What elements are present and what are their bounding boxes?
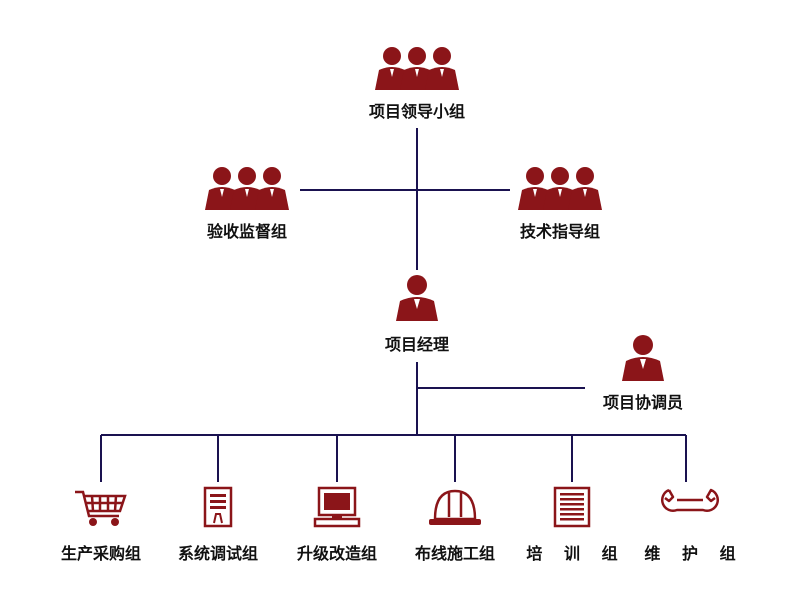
server-tower-icon	[203, 486, 233, 528]
node-team-training: 培 训 组	[517, 486, 627, 564]
project-manager-label: 项目经理	[384, 335, 449, 354]
person-icon	[622, 335, 664, 381]
project-coordinator-label: 项目协调员	[602, 393, 683, 412]
node-project-coordinator: 项目协调员	[588, 333, 698, 413]
team-cabling-label: 布线施工组	[414, 544, 495, 563]
team-procurement-label: 生产采购组	[60, 544, 141, 563]
node-team-maintenance: 维 护 组	[635, 486, 745, 564]
technical-group-label: 技术指导组	[519, 222, 600, 241]
hard-hat-icon	[429, 489, 481, 525]
node-team-upgrade: 升级改造组	[282, 486, 392, 564]
node-leadership-group: 项目领导小组	[352, 44, 482, 122]
team-training-label: 培 训 组	[526, 544, 626, 563]
computer-icon	[313, 486, 361, 528]
leadership-group-label: 项目领导小组	[368, 102, 465, 121]
node-team-procurement: 生产采购组	[46, 486, 156, 564]
group-people-icon	[204, 167, 289, 210]
team-maintenance-label: 维 护 组	[644, 544, 744, 563]
acceptance-group-label: 验收监督组	[206, 222, 287, 241]
team-upgrade-label: 升级改造组	[296, 544, 377, 563]
wrench-icon	[660, 488, 720, 512]
group-people-icon	[517, 167, 602, 210]
shopping-cart-icon	[75, 490, 127, 526]
team-debugging-label: 系统调试组	[177, 544, 258, 563]
person-icon	[396, 275, 438, 321]
node-technical-group: 技术指导组	[495, 164, 625, 242]
node-project-manager: 项目经理	[362, 273, 472, 355]
document-icon	[553, 486, 591, 528]
node-acceptance-group: 验收监督组	[182, 164, 312, 242]
node-team-debugging: 系统调试组	[163, 486, 273, 564]
node-team-cabling: 布线施工组	[400, 486, 510, 564]
group-people-icon	[374, 47, 459, 90]
